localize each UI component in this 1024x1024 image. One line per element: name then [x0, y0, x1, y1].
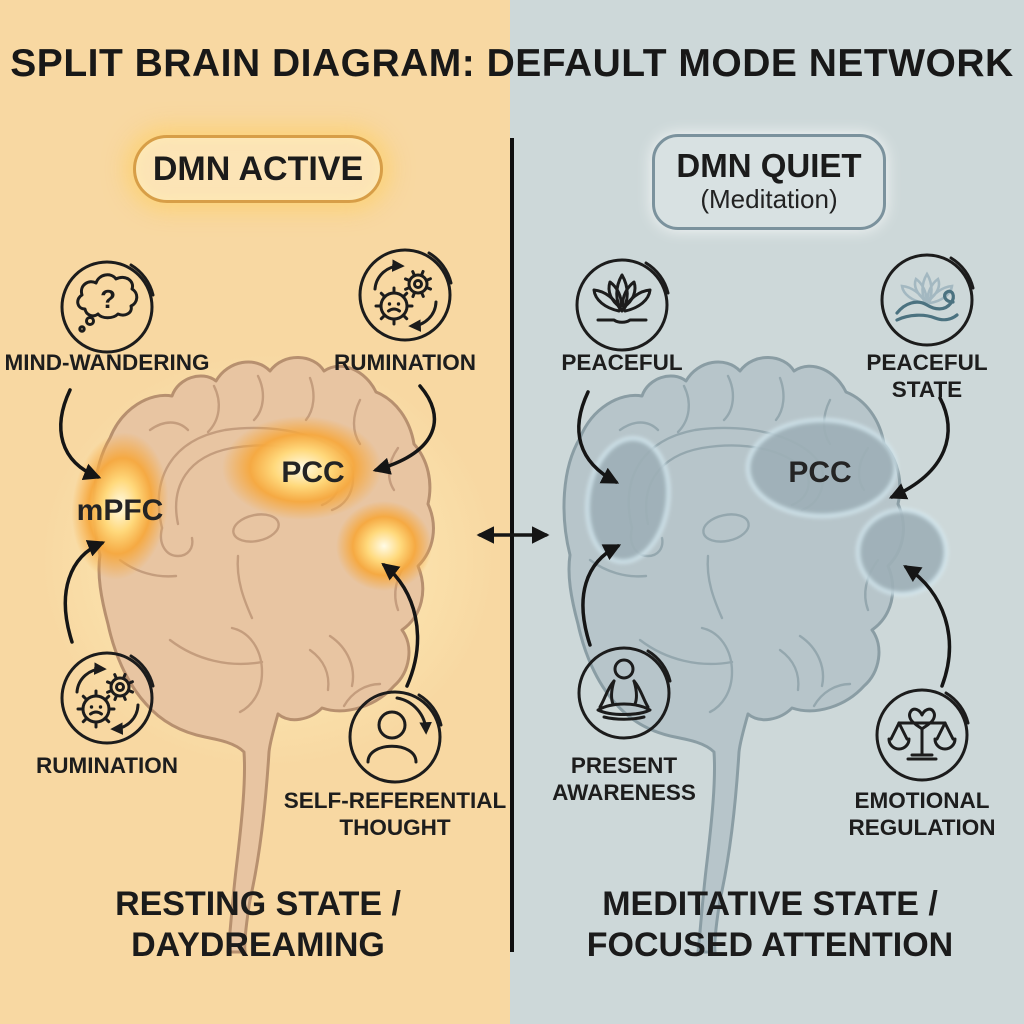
label-rumination-bottom: RUMINATION — [35, 753, 179, 778]
label-mpfc: mPFC — [76, 494, 164, 527]
arrow-peaceful-to-frontal — [577, 390, 620, 484]
label-emotional-regulation: EMOTIONAL REGULATION — [848, 788, 996, 841]
dmn-quiet-sublabel: (Meditation) — [700, 183, 838, 214]
left-caption: RESTING STATE / DAYDREAMING — [68, 884, 448, 966]
arrow-rumination-to-mpfc — [63, 540, 106, 644]
right-caption: MEDITATIVE STATE / FOCUSED ATTENTION — [580, 884, 960, 966]
page-title: SPLIT BRAIN DIAGRAM: DEFAULT MODE NETWOR… — [10, 42, 1014, 85]
meditation-icon — [577, 646, 672, 740]
dmn-active-badge: DMN ACTIVE — [133, 135, 383, 203]
lotus-wave-icon — [880, 253, 975, 347]
label-rumination-top: RUMINATION — [333, 350, 477, 375]
arrow-rumination-to-pcc — [372, 384, 437, 475]
arrow-emotionalregulation-to-region — [903, 565, 952, 688]
dmn-quiet-badge: DMN QUIET (Meditation) — [652, 134, 886, 230]
arrow-peacefulstate-to-pcc — [888, 396, 950, 500]
lotus-icon — [575, 258, 670, 352]
label-peaceful: PEACEFUL — [561, 350, 683, 375]
person-cycle-icon — [348, 690, 443, 784]
label-peaceful-state: PEACEFUL STATE — [866, 350, 988, 403]
label-self-referential-thought: SELF-REFERENTIAL THOUGHT — [283, 788, 507, 841]
label-pcc-right: PCC — [788, 456, 852, 489]
heart-scales-icon — [875, 688, 970, 782]
arrow-presentawareness-to-frontal — [581, 544, 622, 647]
arrow-selfreferential-to-region — [381, 562, 420, 688]
right-caption-line2: FOCUSED ATTENTION — [586, 925, 954, 964]
label-mind-wandering: MIND-WANDERING — [4, 350, 210, 375]
label-pcc-left: PCC — [281, 456, 345, 489]
left-arrows — [59, 384, 437, 688]
dmn-quiet-label: DMN QUIET — [676, 147, 862, 185]
question-mark-glyph: ? — [100, 284, 116, 314]
gears-cycle-icon — [60, 651, 155, 745]
right-arrows — [577, 390, 952, 688]
right-caption-line1: MEDITATIVE STATE / — [602, 885, 938, 923]
arrow-mindwandering-to-mpfc — [59, 388, 102, 480]
gears-cycle-icon — [358, 248, 453, 342]
left-caption-line1: RESTING STATE / — [115, 885, 401, 923]
thought-cloud-question-icon: ? — [60, 260, 155, 354]
label-present-awareness: PRESENT AWARENESS — [552, 753, 696, 806]
dmn-active-label: DMN ACTIVE — [152, 149, 364, 188]
left-caption-line2: DAYDREAMING — [131, 925, 385, 964]
